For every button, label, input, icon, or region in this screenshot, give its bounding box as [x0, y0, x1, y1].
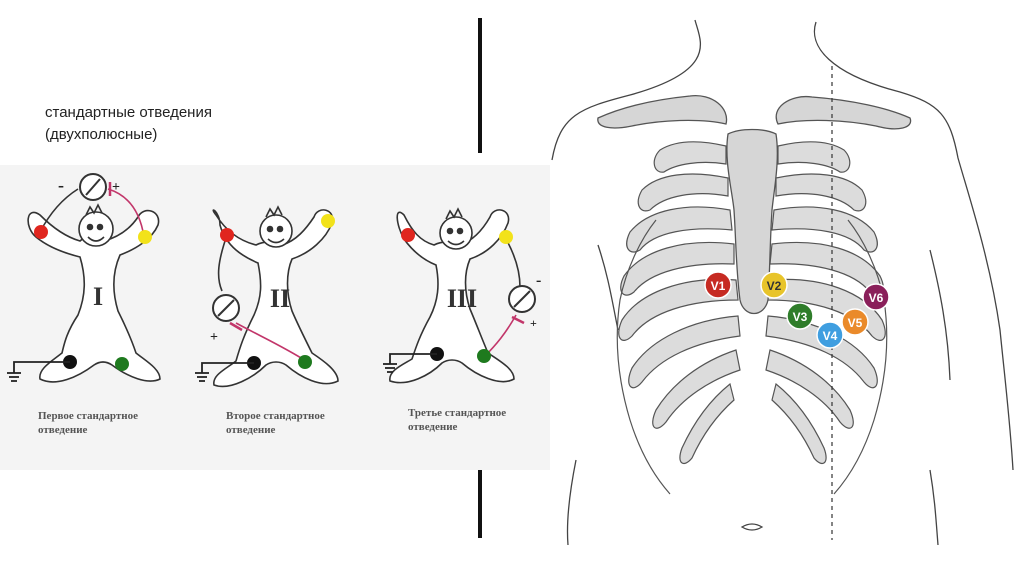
- chest-lead-v4: V4: [816, 321, 844, 349]
- eye-left: [86, 223, 94, 231]
- chest-lead-v5-label: V5: [848, 316, 863, 330]
- lead-caption-3-line-1: Третье стандартное: [408, 407, 507, 419]
- lead-caption-2-line-2: отведение: [226, 424, 276, 436]
- clavicles: [597, 95, 912, 130]
- standard-leads-panel: I - + II +: [0, 165, 550, 470]
- lead-caption-1: Первое стандартное отведение: [38, 409, 138, 437]
- electrode-left-arm: [499, 230, 513, 244]
- chest-lead-v3: V3: [786, 302, 814, 330]
- chest-lead-v2-label: V2: [767, 279, 782, 293]
- electrode-left-arm: [138, 230, 152, 244]
- ground-symbol: [383, 353, 437, 373]
- ribs-right: [616, 141, 741, 495]
- electrode-left-leg: [115, 357, 129, 371]
- heading-line-1: стандартные отведения: [45, 104, 212, 121]
- chest-lead-v5: V5: [841, 308, 869, 336]
- body-outline: [27, 209, 161, 383]
- chest-lead-v1-label: V1: [711, 279, 726, 293]
- hair: [265, 205, 283, 218]
- lead-caption-3: Третье стандартное отведение: [408, 406, 506, 434]
- plus-3: +: [530, 316, 537, 330]
- ground-symbol: [195, 362, 254, 382]
- minus-1: -: [58, 175, 64, 195]
- mouth: [267, 238, 285, 244]
- chest-lead-v1: V1: [704, 271, 732, 299]
- electrode-left-leg: [477, 349, 491, 363]
- chest-lead-v3-label: V3: [793, 310, 808, 324]
- hair: [85, 203, 103, 216]
- lead-caption-3-line-2: отведение: [408, 421, 458, 433]
- electrode-left-leg: [298, 355, 312, 369]
- eye-right: [96, 223, 104, 231]
- lead-figure-2: [212, 205, 339, 388]
- mouth: [87, 236, 105, 242]
- ground-symbol: [7, 361, 70, 382]
- plus-2: +: [210, 330, 218, 345]
- chest-lead-v4-label: V4: [823, 329, 838, 343]
- heading-line-2: (двухполюсные): [45, 126, 158, 143]
- eye-right: [276, 225, 284, 233]
- eye-left: [266, 225, 274, 233]
- plus-1: +: [112, 180, 120, 195]
- ribs-left: [765, 141, 888, 495]
- standard-leads-illustration: I - + II +: [7, 173, 541, 388]
- numeral-1: I: [93, 282, 103, 311]
- divider-lower: [478, 470, 482, 538]
- numeral-3: III: [447, 284, 477, 313]
- lead-caption-2: Второе стандартное отведение: [226, 409, 325, 437]
- divider-upper: [478, 18, 482, 153]
- body-outline: [389, 209, 515, 384]
- lead-figure-1: [27, 173, 161, 383]
- numeral-2: II: [270, 284, 290, 313]
- lead-caption-1-line-1: Первое стандартное: [38, 410, 138, 422]
- eye-left: [446, 227, 454, 235]
- chest-lead-v6-label: V6: [869, 291, 884, 305]
- lead-caption-1-line-2: отведение: [38, 424, 88, 436]
- chest-lead-v2: V2: [760, 271, 788, 299]
- eye-right: [456, 227, 464, 235]
- electrode-left-arm: [321, 214, 335, 228]
- chest-lead-v6: V6: [862, 283, 890, 311]
- body-outline: [212, 209, 339, 388]
- mouth: [447, 240, 465, 246]
- hair: [445, 207, 463, 220]
- electrode-right-arm: [220, 228, 234, 242]
- wire-positive: [107, 188, 145, 238]
- minus-3: -: [536, 272, 541, 289]
- electrode-right-arm: [34, 225, 48, 239]
- wire-positive: [235, 322, 307, 362]
- lead-caption-2-line-1: Второе стандартное: [226, 410, 325, 422]
- torso-outline: [551, 19, 1014, 546]
- section-heading: стандартные отведения (двухполюсные): [45, 102, 212, 146]
- electrode-right-arm: [401, 228, 415, 242]
